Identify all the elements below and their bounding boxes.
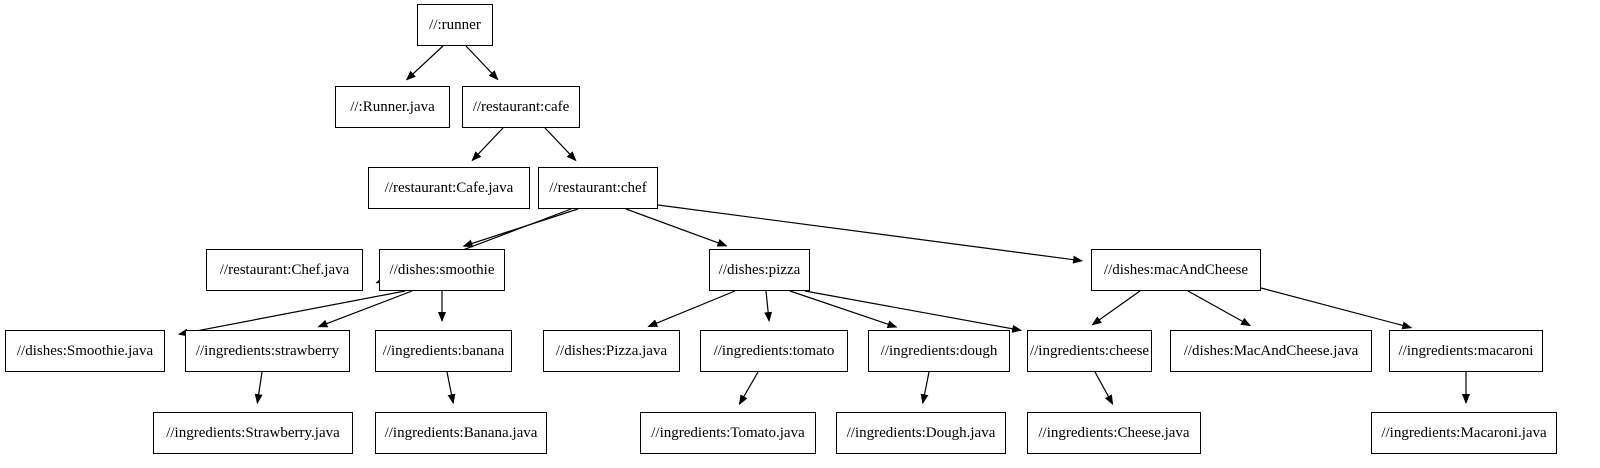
graph-edge-restaurant_cafe-to-restaurant_chef [544,127,577,162]
graph-node-dishes_smoothie[interactable]: //dishes:smoothie [379,249,505,291]
graph-edge-dishes_pizza-to-ing_tomato [764,290,773,323]
graph-node-dishes_mac_java[interactable]: //dishes:MacAndCheese.java [1170,330,1372,372]
graph-node-label: //ingredients:dough [880,342,998,359]
graph-node-label: //:runner [429,16,481,33]
graph-node-restaurant_cafe_java[interactable]: //restaurant:Cafe.java [368,167,530,209]
graph-edge-restaurant_chef-to-dishes_macandcheese [657,204,1084,264]
graph-node-label: //ingredients:strawberry [195,342,340,359]
graph-node-restaurant_chef_java[interactable]: //restaurant:Chef.java [206,249,363,291]
graph-edge-dishes_macandcheese-to-dishes_mac_java [1187,290,1252,327]
graph-node-dishes_smoothie_java[interactable]: //dishes:Smoothie.java [5,330,165,372]
graph-node-label: //dishes:Smoothie.java [16,342,154,359]
graph-edge-restaurant_chef-to-dishes_smoothie [462,208,579,248]
graph-node-ing_dough[interactable]: //ingredients:dough [868,330,1010,372]
graph-node-label: //ingredients:Dough.java [846,424,996,441]
graph-edge-dishes_pizza-to-dishes_pizza_java [647,290,736,328]
graph-node-ing_macaroni[interactable]: //ingredients:macaroni [1389,330,1543,372]
graph-node-label: //ingredients:Strawberry.java [166,424,340,441]
graph-node-ing_cheese_java[interactable]: //ingredients:Cheese.java [1027,412,1201,454]
graph-edge-ing_tomato-to-ing_tomato_java [738,371,759,406]
graph-edge-dishes_smoothie-to-ing_strawberry [317,290,413,328]
graph-edge-ing_strawberry-to-ing_strawberry_java [254,371,263,405]
graph-edge-ing_dough-to-ing_dough_java [920,371,930,405]
graph-node-ing_strawberry[interactable]: //ingredients:strawberry [185,330,350,372]
graph-node-ing_macaroni_java[interactable]: //ingredients:Macaroni.java [1371,412,1557,454]
graph-node-label: //restaurant:cafe [472,98,570,115]
graph-node-label: //dishes:MacAndCheese.java [1183,342,1359,359]
graph-node-label: //dishes:pizza [718,261,801,278]
graph-node-runner[interactable]: //:runner [417,4,493,46]
graph-node-restaurant_cafe[interactable]: //restaurant:cafe [462,86,580,128]
graph-node-label: //:Runner.java [350,98,435,115]
graph-edges [177,45,1470,406]
graph-node-ing_tomato_java[interactable]: //ingredients:Tomato.java [640,412,816,454]
graph-node-dishes_pizza[interactable]: //dishes:pizza [709,249,810,291]
graph-edge-runner-to-runner_java [405,45,444,81]
graph-edge-ing_cheese-to-ing_cheese_java [1094,371,1114,405]
graph-node-label: //ingredients:Cheese.java [1038,424,1190,441]
graph-node-label: //ingredients:Tomato.java [651,424,805,441]
graph-node-label: //ingredients:Banana.java [384,424,538,441]
graph-node-runner_java[interactable]: //:Runner.java [335,86,450,128]
graph-node-label: //dishes:Pizza.java [555,342,668,359]
graph-node-label: //dishes:macAndCheese [1103,261,1249,278]
graph-node-label: //dishes:smoothie [389,261,495,278]
graph-edge-dishes_macandcheese-to-ing_macaroni [1260,287,1413,330]
graph-edge-dishes_pizza-to-ing_dough [789,290,898,329]
graph-edge-dishes_macandcheese-to-ing_cheese [1091,290,1141,326]
graph-node-label: //restaurant:Cafe.java [384,179,514,196]
graph-edge-dishes_pizza-to-ing_cheese [804,290,1023,333]
graph-edge-runner-to-restaurant_cafe [465,45,499,81]
graph-edge-restaurant_chef-to-dishes_pizza [625,208,728,247]
graph-node-dishes_pizza_java[interactable]: //dishes:Pizza.java [543,330,680,372]
graph-node-ing_banana[interactable]: //ingredients:banana [375,330,512,372]
graph-node-label: //ingredients:Macaroni.java [1381,424,1547,441]
graph-node-label: //ingredients:cheese [1029,342,1150,359]
graph-edge-restaurant_cafe-to-restaurant_cafe_java [471,127,504,162]
graph-node-label: //ingredients:tomato [713,342,835,359]
graph-node-ing_cheese[interactable]: //ingredients:cheese [1027,330,1152,372]
graph-node-label: //restaurant:Chef.java [219,261,350,278]
graph-edge-dishes_smoothie-to-dishes_smoothie_java [177,290,406,337]
graph-node-ing_tomato[interactable]: //ingredients:tomato [700,330,848,372]
graph-node-ing_strawberry_java[interactable]: //ingredients:Strawberry.java [153,412,353,454]
graph-node-ing_banana_java[interactable]: //ingredients:Banana.java [375,412,547,454]
graph-node-label: //restaurant:chef [549,179,647,196]
graph-node-restaurant_chef[interactable]: //restaurant:chef [538,167,658,209]
graph-node-dishes_macandcheese[interactable]: //dishes:macAndCheese [1091,249,1261,291]
graph-node-ing_dough_java[interactable]: //ingredients:Dough.java [836,412,1006,454]
graph-node-label: //ingredients:macaroni [1398,342,1534,359]
graph-edge-ing_banana-to-ing_banana_java [446,371,456,405]
graph-node-label: //ingredients:banana [382,342,505,359]
